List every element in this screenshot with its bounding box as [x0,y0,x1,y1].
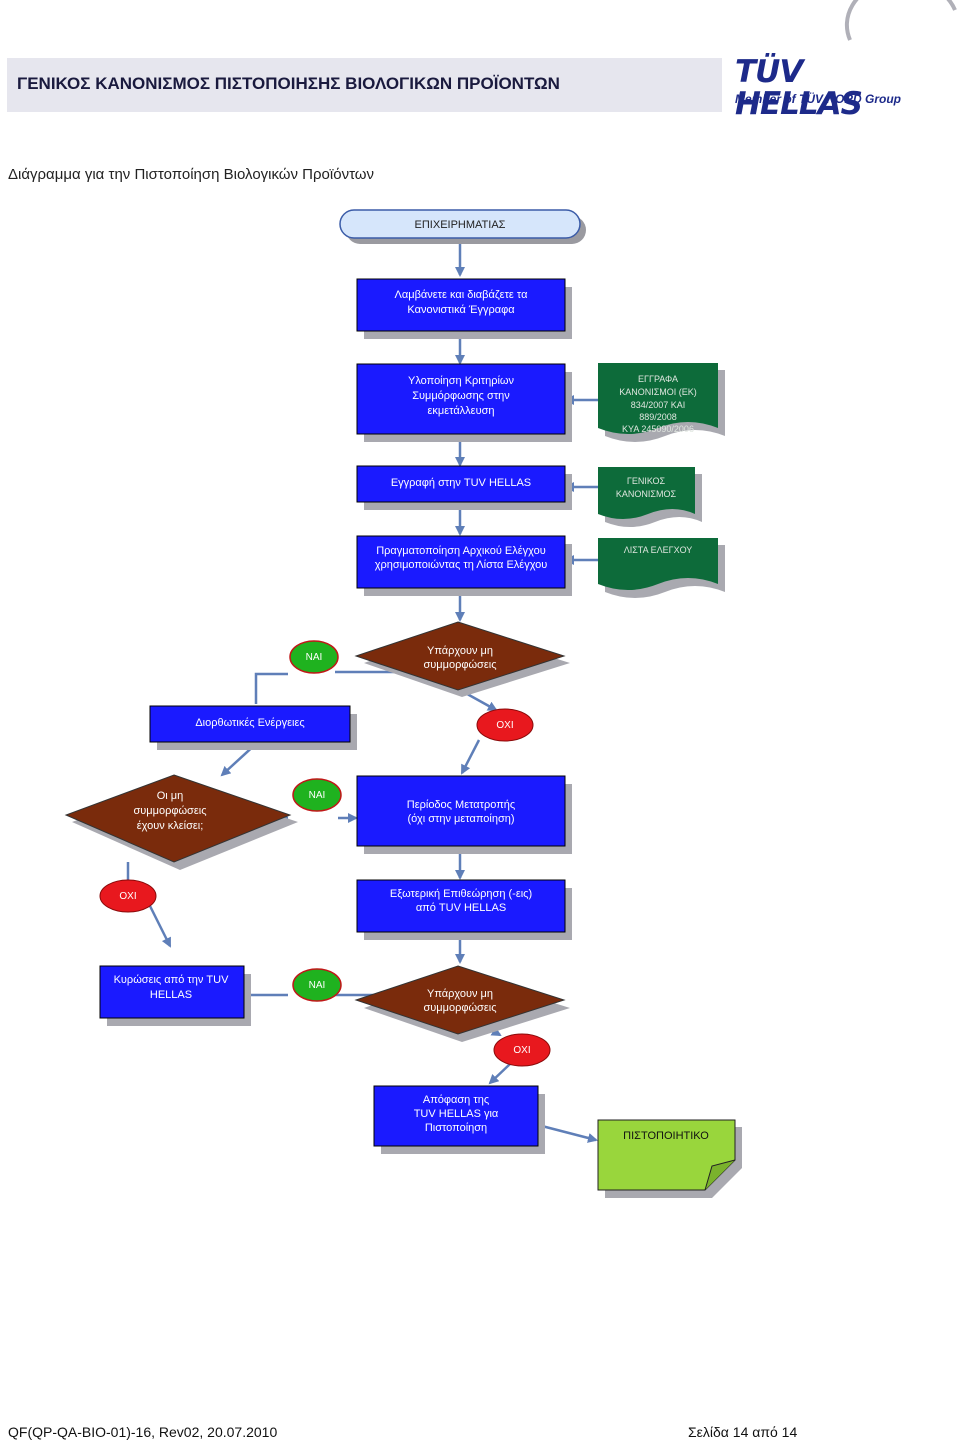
conversion-line-2: (όχι στην μεταποίηση) [407,813,514,825]
no2-label: ΟΧΙ [119,891,136,902]
decision-line-1: Απόφαση της [423,1094,489,1106]
document-regulations: ΕΓΓΡΑΦΑ ΚΑΝΟΝΙΣΜΟΙ (ΕΚ) 834/2007 ΚΑΙ 889… [598,363,725,442]
nc2-line-1: Υπάρχουν μη [427,988,493,1000]
implement-line-1: Υλοποίηση Κριτηρίων [408,375,514,387]
read-line-2: Κανονιστικά Έγγραφα [407,304,515,316]
footer-document-code: QF(QP-QA-BIO-01)-16, Rev02, 20.07.2010 [8,1424,278,1440]
nc1-line-2: συμμορφώσεις [423,659,496,671]
closed-line-3: έχουν κλείσει; [137,820,204,832]
initial-check-line-1: Πραγματοποίηση Αρχικού Ελέγχου [376,545,546,557]
process-corrective-actions: Διορθωτικές Ενέργειες [149,705,357,750]
logo-tagline: Member of TÜV NORD Group [735,92,902,106]
yes-badge-2: ΝΑΙ [292,778,342,812]
sanctions-line-2: HELLAS [150,989,192,1001]
no-badge-3: ΟΧΙ [493,1033,551,1067]
general-line-2: ΚΑΝΟΝΙΣΜΟΣ [616,489,677,499]
implement-line-3: εκμετάλλευση [427,405,494,417]
document-certificate: ΠΙΣΤΟΠΟΙΗΤΙΚΟ [597,1119,742,1198]
yes-badge-1: ΝΑΙ [289,640,339,674]
implement-line-2: Συμμόρφωσης στην [412,390,510,402]
logo-name: TÜV HELLAS [735,54,863,122]
closed-line-1: Οι μη [157,790,184,802]
nc1-line-1: Υπάρχουν μη [427,645,493,657]
decision-nonconformities-closed: Οι μη συμμορφώσεις έχουν κλείσει; [64,774,298,870]
register-label: Εγγραφή στην TUV HELLAS [391,477,531,489]
yes-badge-3: ΝΑΙ [292,968,342,1002]
regulations-line-5: ΚΥΑ 245090/2006 [622,424,694,434]
document-subtitle: Διάγραμμα για την Πιστοποίηση Βιολογικών… [8,166,374,183]
closed-line-2: συμμορφώσεις [133,805,206,817]
checklist-label: ΛΙΣΤΑ ΕΛΕΓΧΟΥ [624,545,693,555]
decision-line-3: Πιστοποίηση [425,1122,487,1134]
footer-page-number: Σελίδα 14 από 14 [688,1424,798,1440]
general-line-1: ΓΕΝΙΚΟΣ [627,476,666,486]
decision-nonconformities-2: Υπάρχουν μη συμμορφώσεις [354,965,570,1042]
external-line-1: Εξωτερική Επιθεώρηση (-εις) [390,888,532,900]
process-certification-decision: Απόφαση της TUV HELLAS για Πιστοποίηση [373,1085,545,1154]
no1-label: ΟΧΙ [496,720,513,731]
initial-check-line-2: χρησιμοποιώντας τη Λίστα Ελέγχου [375,559,548,571]
document-general-regulation: ΓΕΝΙΚΟΣ ΚΑΝΟΝΙΣΜΟΣ [598,467,702,527]
logo-arc-icon [844,0,957,41]
external-line-2: από TUV HELLAS [416,902,506,914]
corrective-label: Διορθωτικές Ενέργειες [195,717,304,729]
process-initial-check: Πραγματοποίηση Αρχικού Ελέγχου χρησιμοπο… [356,535,572,596]
regulations-line-1: ΕΓΓΡΑΦΑ [638,374,678,384]
yes2-label: ΝΑΙ [309,790,326,801]
decision-line-2: TUV HELLAS για [414,1108,499,1120]
conversion-line-1: Περίοδος Μετατροπής [407,799,515,811]
no-badge-1: ΟΧΙ [476,708,534,742]
read-line-1: Λαμβάνετε και διαβάζετε τα [395,289,529,301]
process-external-inspection: Εξωτερική Επιθεώρηση (-εις) από TUV HELL… [356,879,572,940]
decision-nonconformities-1: Υπάρχουν μη συμμορφώσεις [354,621,570,697]
process-conversion-period: Περίοδος Μετατροπής (όχι στην μεταποίηση… [356,775,572,854]
document-checklist: ΛΙΣΤΑ ΕΛΕΓΧΟΥ [598,538,725,598]
process-sanctions: Κυρώσεις από την TUV HELLAS [99,965,251,1026]
process-register: Εγγραφή στην TUV HELLAS [356,465,572,510]
regulations-line-4: 889/2008 [639,412,677,422]
regulations-line-3: 834/2007 ΚΑΙ [631,400,686,410]
page-title: ΓΕΝΙΚΟΣ ΚΑΝΟΝΙΣΜΟΣ ΠΙΣΤΟΠΟΙΗΣΗΣ ΒΙΟΛΟΓΙΚ… [17,74,560,93]
sanctions-line-1: Κυρώσεις από την TUV [114,974,229,986]
no3-label: ΟΧΙ [513,1045,530,1056]
start-terminator: ΕΠΙΧΕΙΡΗΜΑΤΙΑΣ [339,209,586,244]
nc2-line-2: συμμορφώσεις [423,1002,496,1014]
process-implement-criteria: Υλοποίηση Κριτηρίων Συμμόρφωσης στην εκμ… [356,363,572,442]
certificate-label: ΠΙΣΤΟΠΟΙΗΤΙΚΟ [623,1130,709,1142]
header-bar: ΓΕΝΙΚΟΣ ΚΑΝΟΝΙΣΜΟΣ ΠΙΣΤΟΠΟΙΗΣΗΣ ΒΙΟΛΟΓΙΚ… [7,58,722,112]
yes3-label: ΝΑΙ [309,980,326,991]
regulations-line-2: ΚΑΝΟΝΙΣΜΟΙ (ΕΚ) [619,387,697,397]
process-read-documents: Λαμβάνετε και διαβάζετε τα Κανονιστικά Έ… [356,278,572,339]
yes1-label: ΝΑΙ [306,652,323,663]
start-label: ΕΠΙΧΕΙΡΗΜΑΤΙΑΣ [415,219,506,231]
no-badge-2: ΟΧΙ [99,879,157,913]
